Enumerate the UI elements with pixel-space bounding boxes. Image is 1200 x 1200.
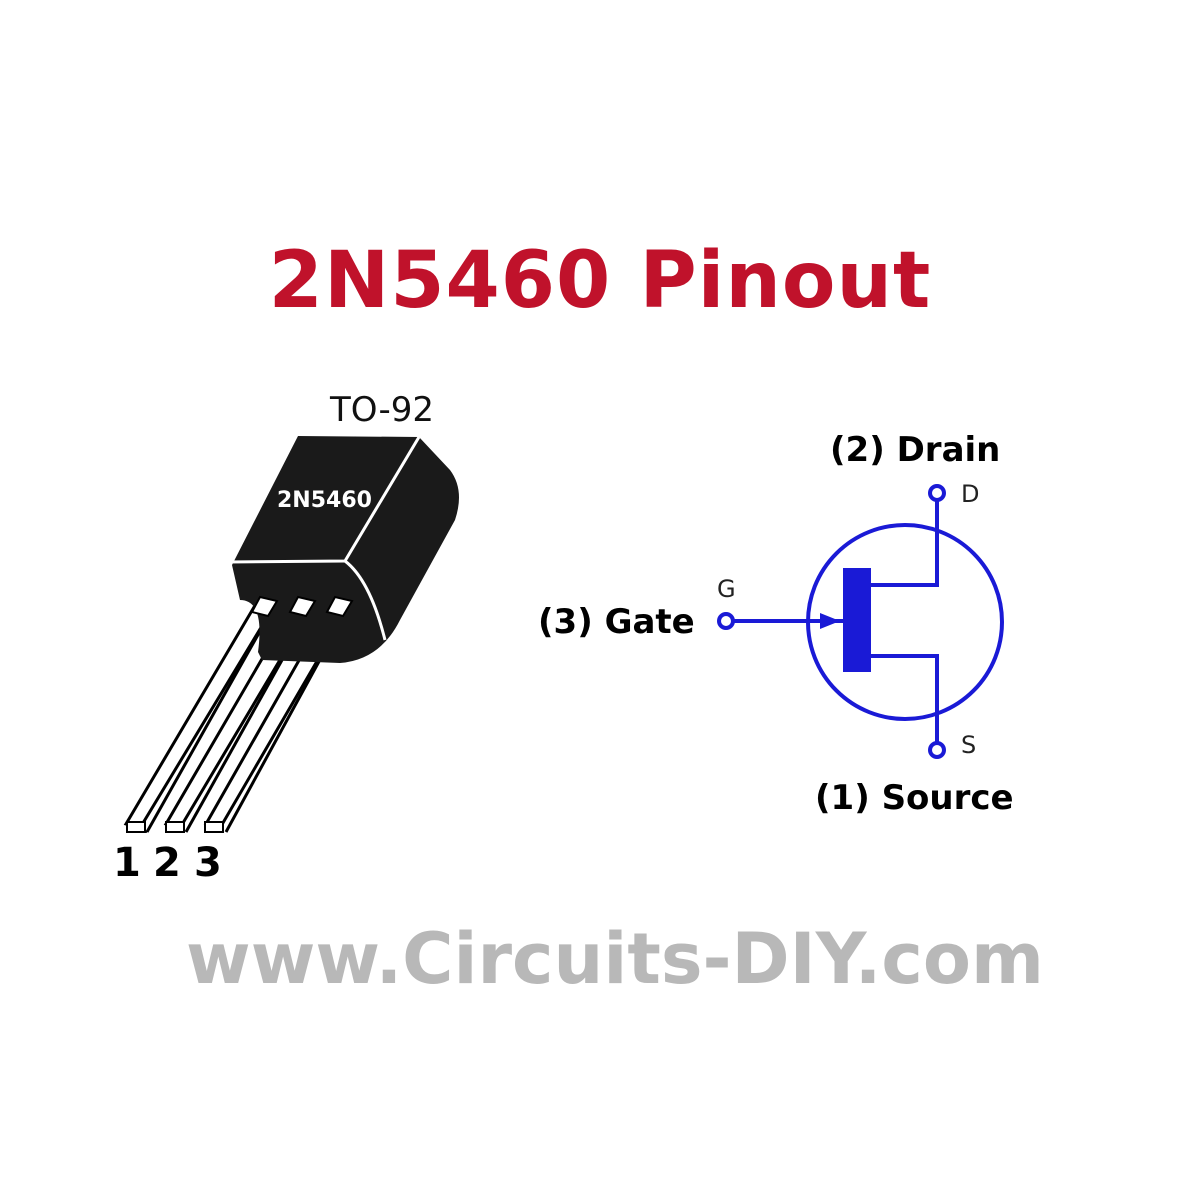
- watermark-url: www.Circuits-DIY.com: [186, 918, 1044, 1000]
- package-label: TO-92: [330, 390, 435, 430]
- drain-line: [871, 500, 939, 587]
- pin-number-1: 1: [113, 840, 141, 886]
- jfet-symbol: [717, 484, 1004, 759]
- drain-terminal: [928, 484, 946, 502]
- gate-arrow: [820, 613, 840, 629]
- pin-number-3: 3: [194, 840, 222, 886]
- lead-1: [123, 595, 280, 833]
- gate-label: (3) Gate: [538, 602, 695, 642]
- pin-number-2: 2: [153, 840, 181, 886]
- source-label: (1) Source: [815, 778, 1014, 818]
- gate-terminal-letter: G: [717, 575, 736, 603]
- to92-package: [123, 436, 459, 833]
- package-marking: 2N5460: [277, 488, 372, 513]
- source-terminal: [928, 741, 946, 759]
- gate-terminal: [717, 612, 735, 630]
- page-title: 2N5460 Pinout: [268, 236, 932, 326]
- source-line: [871, 654, 939, 742]
- drain-label: (2) Drain: [830, 430, 1001, 470]
- channel-bar: [843, 568, 871, 672]
- drain-terminal-letter: D: [961, 480, 980, 508]
- source-terminal-letter: S: [961, 731, 977, 759]
